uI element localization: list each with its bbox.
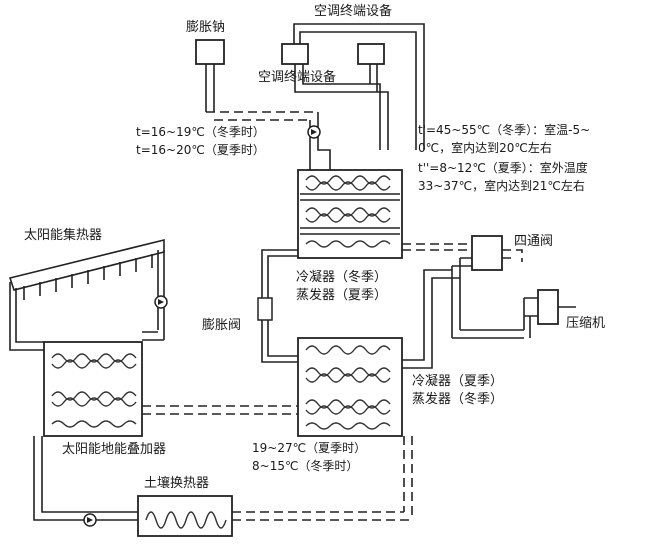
- ac-terminal-units: [281, 23, 425, 150]
- soil-loop-left: [33, 436, 138, 521]
- label-hx-lower-1: 冷凝器（夏季）: [412, 374, 504, 389]
- four-way-valve-icon: [471, 235, 503, 271]
- soil-loop-riser: [403, 436, 413, 520]
- label-solar-geo-heater: 太阳能地能叠加器: [62, 442, 167, 457]
- exp-valve-upper-pipe: [261, 249, 298, 298]
- compressor-return-pipe: [452, 329, 524, 339]
- label-note-winter-2: 0℃，室内达到20℃左右: [418, 141, 552, 155]
- lower-heat-exchanger: [297, 337, 403, 437]
- label-temp-winter-in: t=16~19℃（冬季时）: [136, 125, 265, 139]
- collector-return-pipe: [142, 331, 164, 341]
- pump-solar-icon: [154, 295, 168, 309]
- label-expansion-tank: 膨胀钠: [186, 20, 226, 35]
- expansion-valve-icon: [257, 297, 273, 321]
- label-ac-terminal-top: 空调终端设备: [314, 4, 393, 19]
- tank-pipe: [206, 111, 318, 121]
- label-hx-upper-1: 冷凝器（冬季）: [296, 270, 388, 285]
- heater-hx-pipe: [142, 405, 298, 415]
- label-note-summer-1: t''=8~12℃（夏季）：室外温度: [418, 161, 588, 175]
- exp-valve-lower-pipe: [261, 320, 298, 363]
- label-compressor: 压缩机: [566, 316, 606, 331]
- solar-geo-heater: [43, 341, 143, 437]
- upper-heat-exchanger: [297, 169, 403, 259]
- pump-soil-icon: [83, 513, 97, 527]
- label-hx-upper-2: 蒸发器（夏季）: [296, 288, 388, 303]
- label-temp-summer-out: 19~27℃（夏季时）: [252, 441, 367, 455]
- label-temp-winter-out: 8~15℃（冬季时）: [252, 459, 359, 473]
- lower-to-valve-pipe: [402, 269, 460, 369]
- pump-top-icon: [307, 125, 321, 139]
- expansion-tank: [195, 39, 225, 112]
- label-four-way-valve: 四通阀: [514, 234, 554, 249]
- label-ac-terminal-mid: 空调终端设备: [258, 70, 337, 85]
- label-solar-collector: 太阳能集热器: [24, 228, 103, 243]
- valve-left-pipes: [451, 257, 472, 338]
- label-note-winter-1: t'=45~55℃（冬季）：室温-5~: [418, 123, 591, 137]
- tank-drop-pipe: [309, 112, 331, 170]
- label-expansion-valve: 膨胀阀: [202, 318, 242, 333]
- label-note-summer-2: 33~37℃，室内达到21℃左右: [418, 179, 585, 193]
- label-soil-hx: 土壤换热器: [144, 476, 210, 491]
- valve-right-pipes: [502, 249, 523, 262]
- soil-loop-right-pipe: [232, 511, 412, 521]
- solar-collector: [8, 238, 165, 351]
- compressor-icon: [523, 289, 576, 338]
- soil-heat-exchanger: [137, 495, 233, 537]
- label-temp-summer-in: t=16~20℃（夏季时）: [136, 143, 265, 157]
- refrigerant-pipe-top: [402, 243, 472, 251]
- label-hx-lower-2: 蒸发器（冬季）: [412, 392, 504, 407]
